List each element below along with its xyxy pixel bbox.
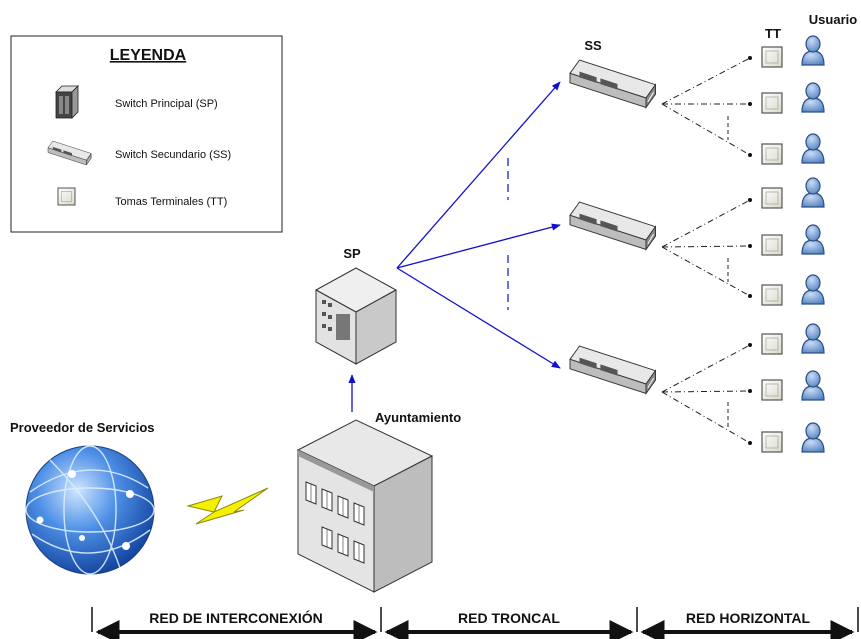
section-label-interconexion: RED DE INTERCONEXIÓN	[149, 609, 322, 626]
sp-label: SP	[343, 246, 361, 261]
socket-6	[761, 284, 783, 306]
user-icon	[801, 274, 825, 305]
secondary-switch-2	[569, 201, 656, 250]
globe-icon	[25, 445, 155, 575]
server-tower-icon	[55, 85, 79, 119]
socket-5	[761, 234, 783, 256]
usuario-column-label: Usuario	[809, 12, 857, 27]
users	[801, 35, 825, 453]
wall-socket-icon	[57, 187, 76, 206]
secondary-switch-3	[569, 345, 656, 394]
user-icon	[801, 323, 825, 354]
cabling-endpoints	[748, 56, 752, 445]
trunk-links	[348, 81, 561, 412]
main-switch-sp	[314, 267, 398, 365]
socket-9	[761, 431, 783, 453]
user-icon	[801, 177, 825, 208]
section-label-troncal: RED TRONCAL	[458, 610, 560, 626]
secondary-switch-1	[569, 59, 656, 108]
section-bars	[91, 607, 859, 639]
ayuntamiento-label: Ayuntamiento	[375, 410, 461, 425]
trunk-link-2	[396, 223, 561, 269]
user-icon	[801, 35, 825, 66]
section-label-horizontal: RED HORIZONTAL	[686, 610, 811, 626]
socket-8	[761, 379, 783, 401]
socket-3	[761, 143, 783, 165]
legend-box: LEYENDA Switch Principal (SP) Switch Sec…	[10, 35, 283, 233]
user-icon	[801, 224, 825, 255]
socket-2	[761, 92, 783, 114]
socket-4	[761, 187, 783, 209]
socket-7	[761, 333, 783, 355]
legend-item-tt: Tomas Terminales (TT)	[115, 196, 227, 208]
trunk-link-1	[396, 81, 561, 269]
user-icon	[801, 133, 825, 164]
legend-item-sp: Switch Principal (SP)	[115, 98, 218, 110]
legend-title: LEYENDA	[110, 47, 187, 64]
building-icon	[296, 419, 434, 593]
ss-label: SS	[584, 38, 602, 53]
legend-item-ss: Switch Secundario (SS)	[115, 149, 231, 161]
user-icon	[801, 82, 825, 113]
horizontal-cabling	[661, 57, 751, 444]
socket-1	[761, 46, 783, 68]
user-icon	[801, 422, 825, 453]
terminal-sockets	[761, 46, 783, 453]
wan-link-lightning-icon	[186, 487, 269, 525]
trunk-link-3	[396, 267, 561, 369]
tt-column-label: TT	[765, 26, 781, 41]
user-icon	[801, 370, 825, 401]
proveedor-label: Proveedor de Servicios	[10, 420, 155, 435]
